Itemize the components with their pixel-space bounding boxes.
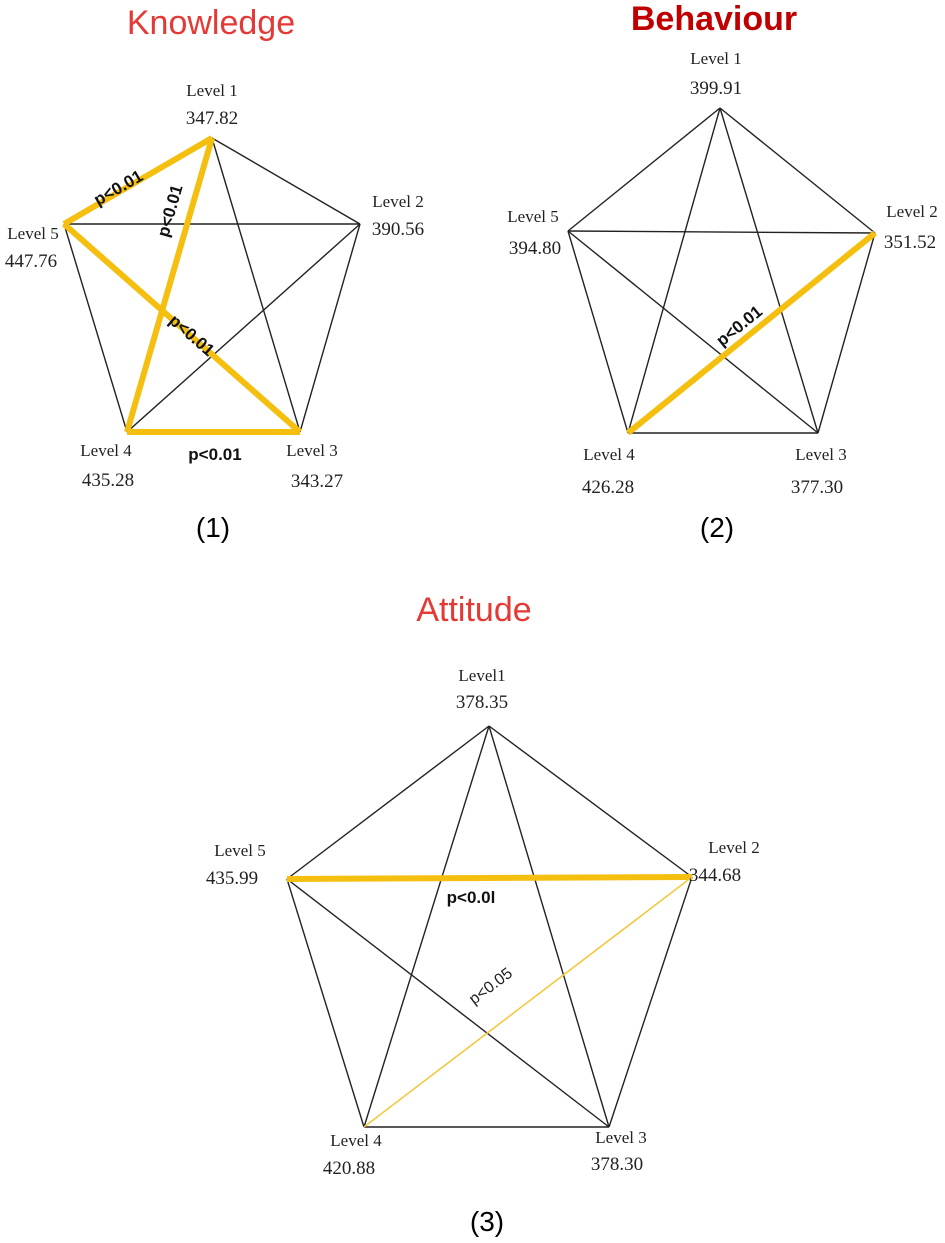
panel-attitude: Attitude p<0.0l p<0.05 Level1 378.35 Lev… xyxy=(206,591,760,1237)
knowledge-node-level3: Level 3 343.27 xyxy=(286,441,343,492)
behaviour-edges xyxy=(567,107,876,434)
sig-edge-l1-l5 xyxy=(62,135,214,227)
attitude-node-level1: Level1 378.35 xyxy=(456,666,508,713)
node-label: Level 3 xyxy=(795,445,846,464)
node-value: 351.52 xyxy=(884,232,936,253)
panel-knowledge: Knowledge p<0.01 p<0.01 p<0.01 p<0.01 Le… xyxy=(5,4,424,543)
sig-edge-l2-l4 xyxy=(363,876,693,1128)
node-label: Level 4 xyxy=(80,441,132,460)
knowledge-edges xyxy=(63,137,361,433)
knowledge-significant-edges xyxy=(62,135,302,435)
sig-label-l2-l4: p<0.05 xyxy=(466,965,516,1008)
node-value: 435.28 xyxy=(82,470,134,491)
sig-label-l1-l5: p<0.01 xyxy=(91,166,147,209)
attitude-node-level3: Level 3 378.30 xyxy=(591,1128,647,1175)
node-value: 394.80 xyxy=(509,238,561,259)
sig-edge-l5-l3 xyxy=(62,221,302,435)
node-label: Level 1 xyxy=(186,81,237,100)
node-value: 426.28 xyxy=(582,477,634,498)
edge-l1-l2 xyxy=(488,725,693,878)
edge-l2-l4 xyxy=(126,223,361,433)
node-value: 377.30 xyxy=(791,477,843,498)
edge-l3-l5 xyxy=(567,230,819,434)
node-label: Level 5 xyxy=(507,207,558,226)
panel-title-attitude: Attitude xyxy=(416,591,531,629)
knowledge-node-level5: Level 5 447.76 xyxy=(5,224,59,272)
edge-l1-l5 xyxy=(286,725,490,880)
panel-caption: (1) xyxy=(196,512,230,543)
panel-caption: (2) xyxy=(700,512,734,543)
node-label: Level 1 xyxy=(690,49,741,68)
sig-edge-l2-l4 xyxy=(626,230,877,436)
node-value: 420.88 xyxy=(323,1158,375,1179)
behaviour-node-level2: Level 2 351.52 xyxy=(884,202,938,253)
edge-l2-l3 xyxy=(299,223,361,433)
edge-l1-l2 xyxy=(211,137,361,225)
node-label: Level 3 xyxy=(286,441,337,460)
node-value: 435.99 xyxy=(206,868,258,889)
behaviour-node-level1: Level 1 399.91 xyxy=(690,49,742,99)
edge-l2-l3 xyxy=(608,876,693,1128)
node-value: 378.30 xyxy=(591,1154,643,1175)
edge-l1-l3 xyxy=(211,137,301,433)
node-value: 447.76 xyxy=(5,251,57,272)
edge-l1-l4 xyxy=(627,107,721,434)
node-label: Level 2 xyxy=(708,838,759,857)
sig-label-l1-l4: p<0.01 xyxy=(154,183,187,240)
panel-behaviour: Behaviour p<0.01 Level 1 399.91 Level 2 … xyxy=(507,0,937,543)
node-label: Level 4 xyxy=(583,445,635,464)
edge-l2-l5 xyxy=(567,230,876,234)
behaviour-node-level3: Level 3 377.30 xyxy=(791,445,847,498)
panel-caption: (3) xyxy=(470,1206,504,1237)
edge-l1-l5 xyxy=(567,107,721,232)
edge-l2-l3 xyxy=(817,232,876,434)
behaviour-node-level4: Level 4 426.28 xyxy=(582,445,635,498)
node-label: Level 5 xyxy=(214,841,265,860)
panel-title-behaviour: Behaviour xyxy=(631,0,797,38)
edge-l1-l3 xyxy=(488,725,610,1128)
edge-l1-l3 xyxy=(719,107,819,434)
knowledge-node-level2: Level 2 390.56 xyxy=(372,192,424,240)
edge-l1-l2 xyxy=(719,107,876,234)
edge-l4-l5 xyxy=(567,230,629,434)
sig-label-l4-l3: p<0.01 xyxy=(188,445,241,464)
edge-l3-l5 xyxy=(286,878,610,1128)
node-value: 399.91 xyxy=(690,78,742,99)
node-value: 390.56 xyxy=(372,219,424,240)
node-value: 347.82 xyxy=(186,108,238,129)
edge-l4-l5 xyxy=(286,878,365,1128)
panel-title-knowledge: Knowledge xyxy=(127,4,295,42)
sig-label-l5-l3: p<0.01 xyxy=(165,311,218,360)
node-label: Level 4 xyxy=(330,1131,382,1150)
node-label: Level 2 xyxy=(886,202,937,221)
behaviour-node-level5: Level 5 394.80 xyxy=(507,207,561,259)
node-label: Level1 xyxy=(458,666,505,685)
node-label: Level 2 xyxy=(372,192,423,211)
knowledge-node-level1: Level 1 347.82 xyxy=(186,81,238,129)
knowledge-node-level4: Level 4 435.28 xyxy=(80,441,134,491)
node-value: 344.68 xyxy=(689,865,741,886)
sig-label-l5-l2: p<0.0l xyxy=(447,888,496,907)
node-label: Level 5 xyxy=(7,224,58,243)
node-value: 343.27 xyxy=(291,471,343,492)
attitude-node-level2: Level 2 344.68 xyxy=(689,838,760,886)
attitude-edges xyxy=(286,725,693,1128)
node-value: 378.35 xyxy=(456,692,508,713)
edge-l1-l4 xyxy=(363,725,490,1128)
attitude-node-level5: Level 5 435.99 xyxy=(206,841,266,889)
sig-edge-l5-l2 xyxy=(286,874,693,882)
edge-l4-l5 xyxy=(63,223,128,433)
sig-edge-l1-l4 xyxy=(124,137,215,433)
node-label: Level 3 xyxy=(595,1128,646,1147)
attitude-node-level4: Level 4 420.88 xyxy=(323,1131,382,1179)
